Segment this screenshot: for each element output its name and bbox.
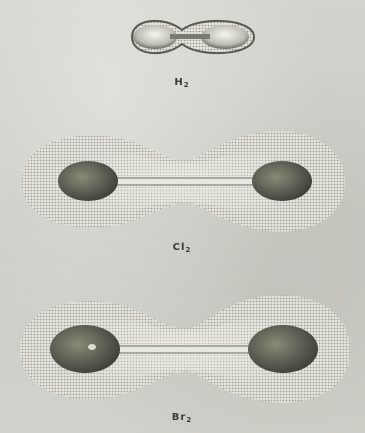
cl2-symbol: Cl [173, 242, 186, 253]
h2-bond [170, 34, 210, 39]
br2-nucleus-highlight [88, 344, 96, 350]
br2-label: Br2 [142, 412, 222, 424]
cl2-nucleus-right [252, 161, 312, 201]
h2-symbol: H [174, 77, 183, 88]
h2-molecule [132, 21, 254, 53]
br2-nucleus-right [248, 325, 318, 373]
br2-nucleus-left [50, 325, 120, 373]
h2-subscript: 2 [184, 81, 190, 89]
cl2-label: Cl2 [142, 242, 222, 254]
h2-label: H2 [142, 77, 222, 89]
br2-molecule [20, 295, 350, 402]
br2-bond [112, 346, 260, 353]
cl2-nucleus-left [58, 161, 118, 201]
cl2-molecule [22, 131, 345, 232]
br2-subscript: 2 [186, 416, 192, 424]
br2-symbol: Br [172, 412, 187, 423]
cl2-bond [110, 178, 260, 185]
cl2-subscript: 2 [185, 246, 191, 254]
